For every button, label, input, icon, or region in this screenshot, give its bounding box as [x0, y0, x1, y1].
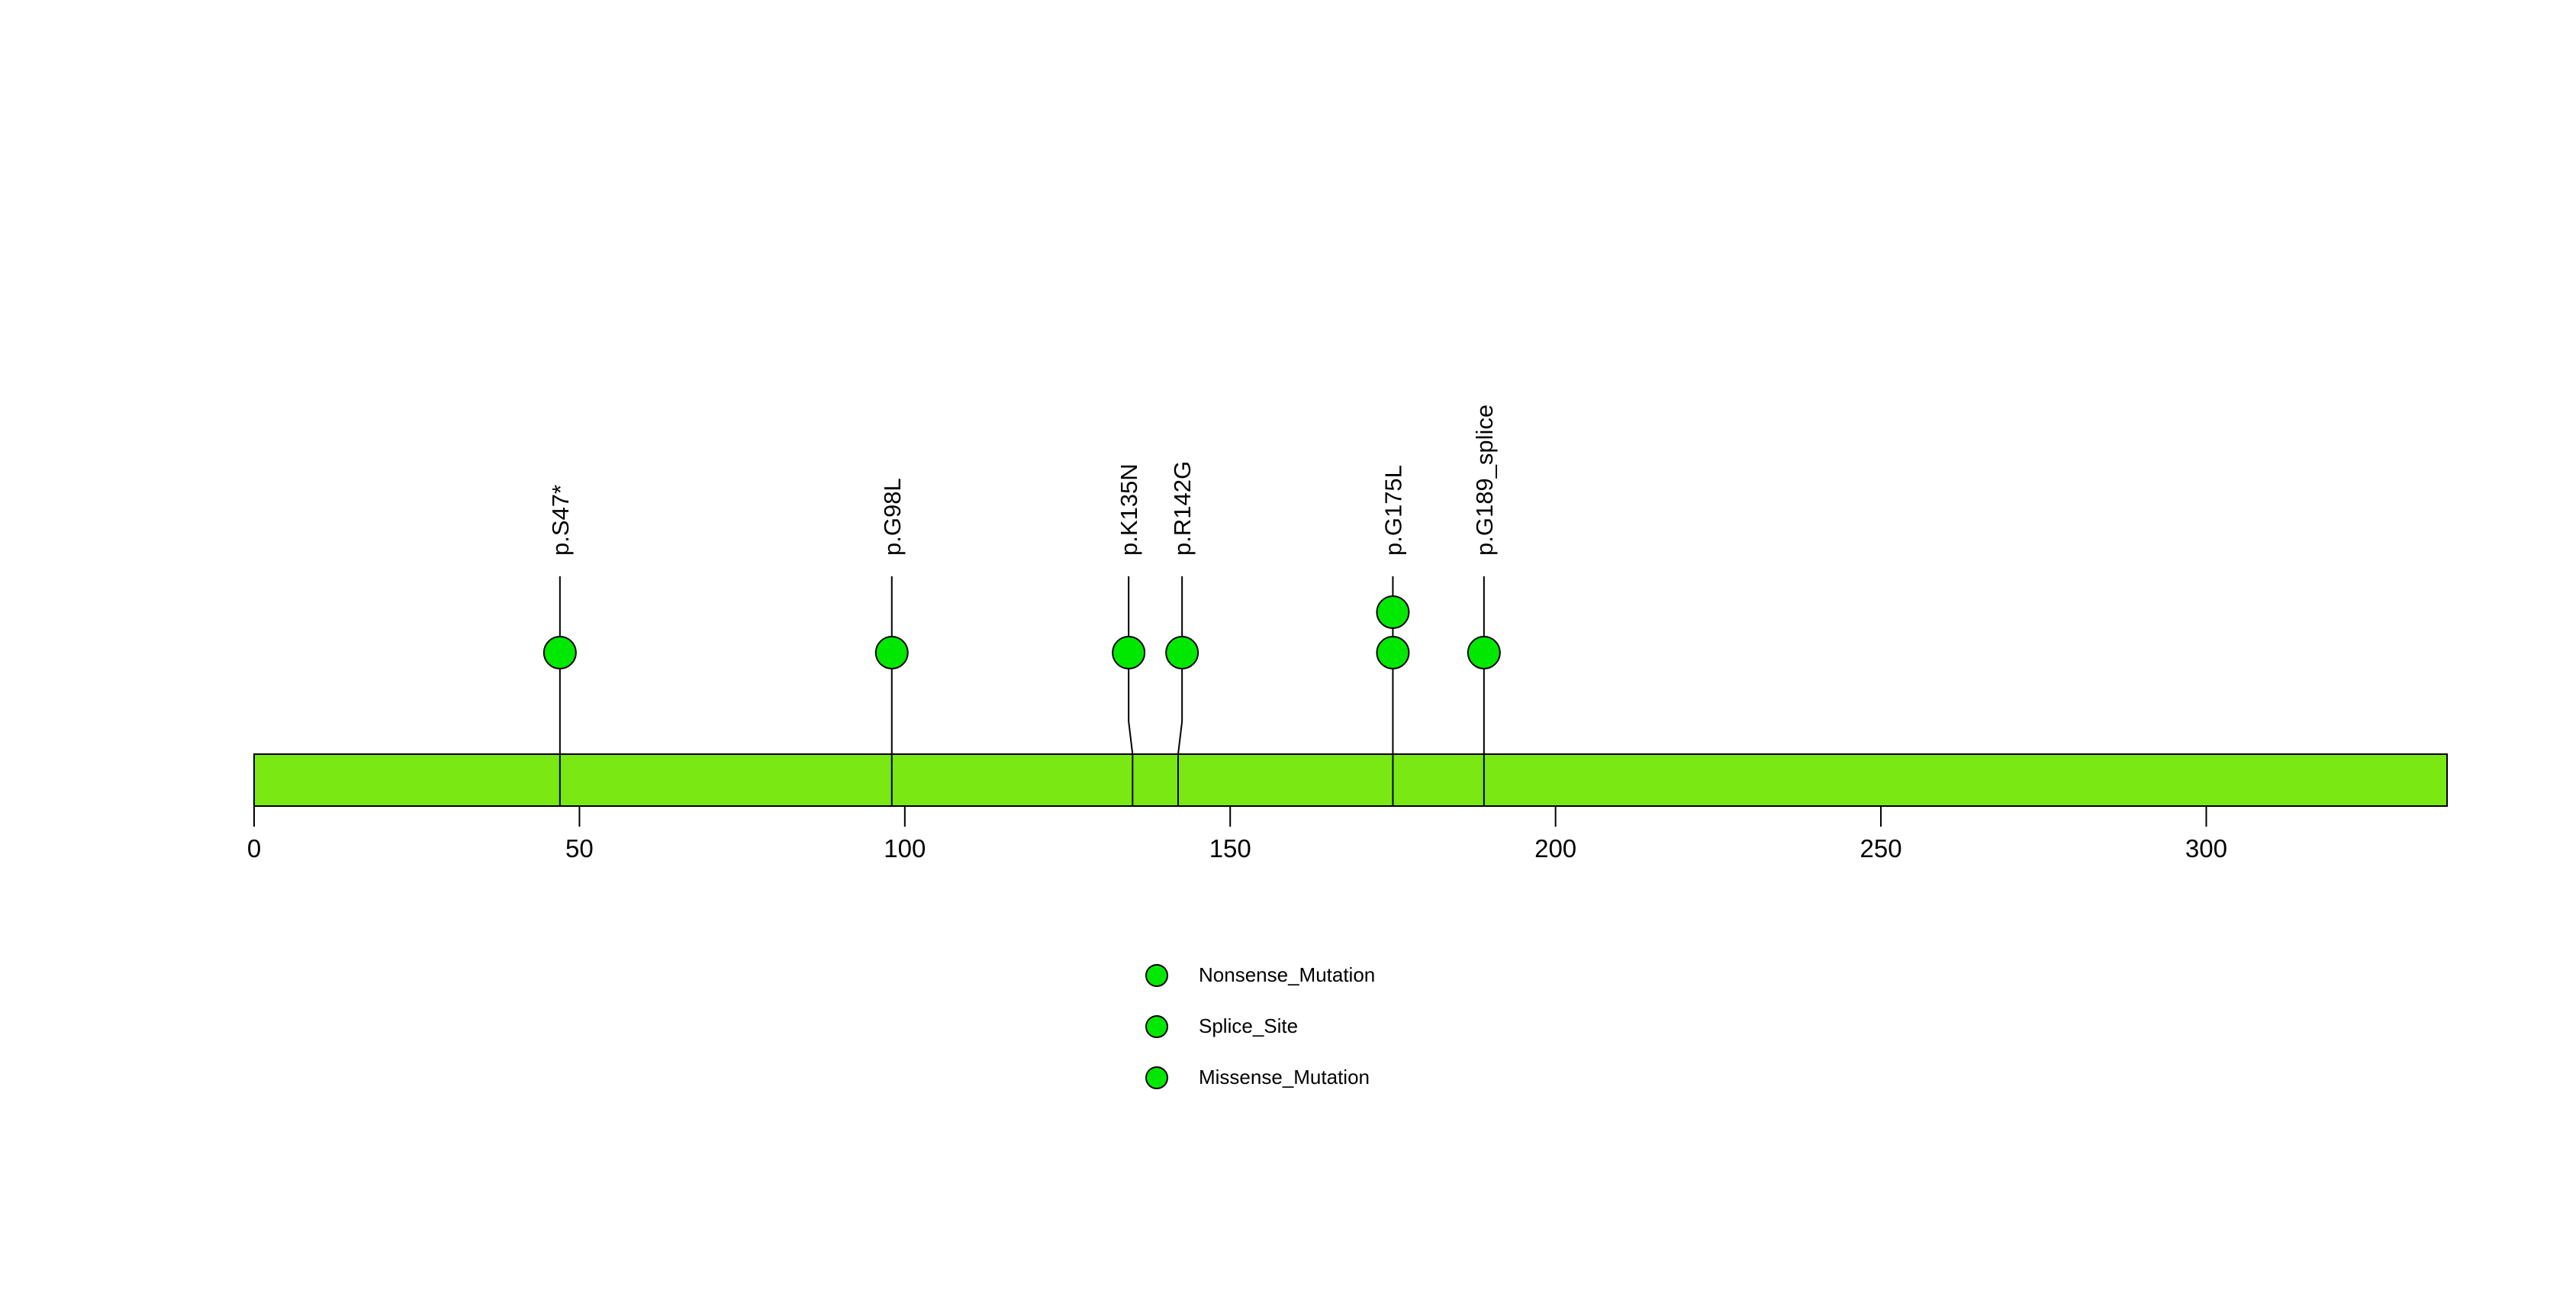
legend-item-label: Missense_Mutation — [1199, 1066, 1370, 1088]
axis-tick-label: 50 — [565, 834, 594, 863]
mutation-label: p.G175L — [1380, 465, 1406, 556]
mutation-label: p.S47* — [547, 485, 574, 556]
axis-tick-label: 300 — [2185, 834, 2227, 863]
axis-tick-label: 150 — [1209, 834, 1251, 863]
protein-bar — [253, 753, 2448, 807]
legend-item-missense: Missense_Mutation — [1145, 1066, 1375, 1089]
legend-item-nonsense: Nonsense_Mutation — [1145, 963, 1375, 987]
mutation-point — [1467, 636, 1501, 669]
mutation-label: p.K135N — [1116, 463, 1142, 556]
mutation-point — [1112, 636, 1146, 669]
mutation-label: p.G189_splice — [1471, 405, 1498, 556]
mutation-label: p.G98L — [879, 478, 906, 556]
legend-marker-circle — [1145, 1066, 1168, 1089]
mutation-point — [874, 636, 909, 669]
legend-marker-circle — [1145, 1014, 1168, 1038]
axis-tick-label: 200 — [1534, 834, 1576, 863]
mutation-point — [543, 636, 577, 669]
legend-item-label: Splice_Site — [1199, 1014, 1299, 1037]
legend-item-splice: Splice_Site — [1145, 1014, 1375, 1038]
axis-tick-label: 250 — [1860, 834, 1902, 863]
mutation-point — [1376, 595, 1410, 629]
mutation-point — [1165, 636, 1199, 669]
legend-item-label: Nonsense_Mutation — [1199, 963, 1376, 986]
axis-tick-label: 100 — [884, 834, 926, 863]
legend: Nonsense_Mutation Splice_Site Missense_M… — [1145, 963, 1375, 1089]
legend-marker-circle — [1145, 963, 1168, 987]
mutation-label: p.R142G — [1169, 461, 1196, 556]
mutation-point — [1376, 636, 1410, 669]
axis-tick-label: 0 — [247, 834, 261, 863]
